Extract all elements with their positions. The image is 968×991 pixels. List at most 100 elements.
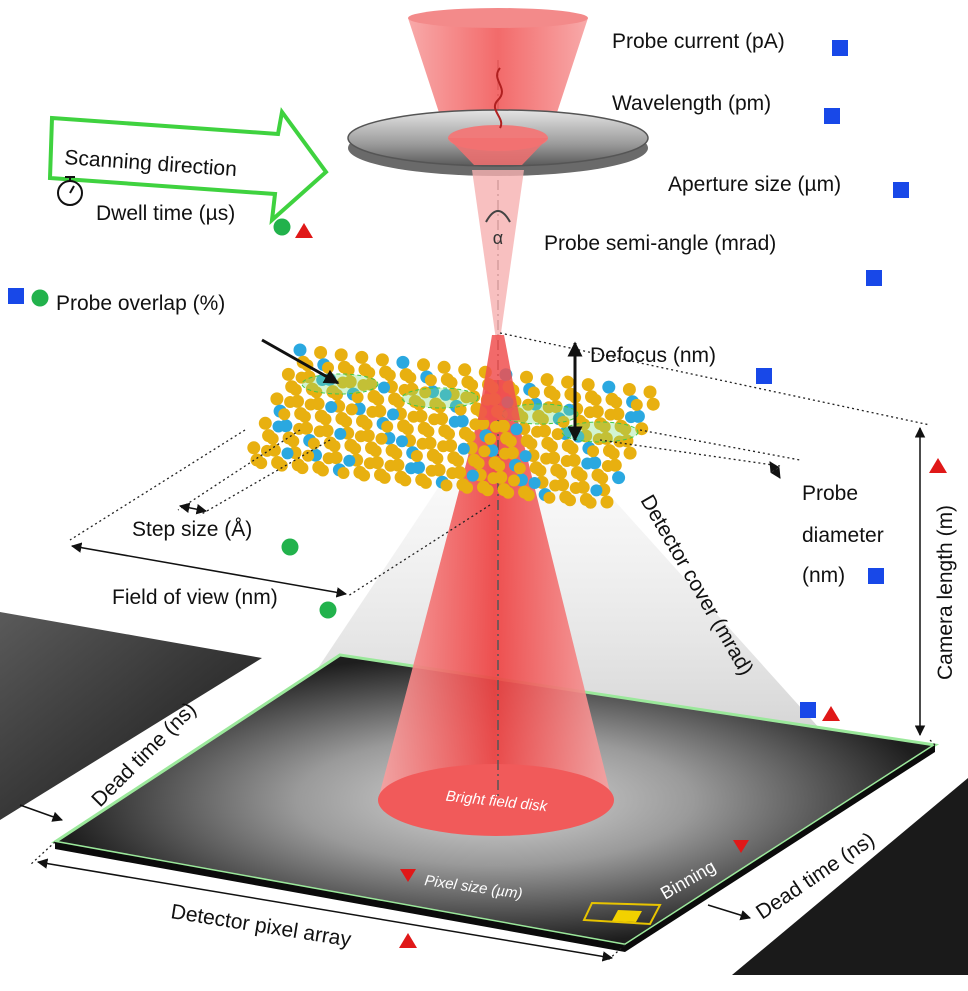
beam-top-ellipse [408,8,588,28]
left-detector-panel [0,612,262,820]
atom-gold [381,420,394,433]
probe-diameter-marker [868,568,884,584]
atom-gold [555,467,567,480]
scanning-direction-arrow [47,107,329,225]
atom-gold [375,353,389,367]
atom-gold [298,410,311,423]
atom-gold [522,489,535,502]
defocus-marker [756,368,772,384]
probe-spot-1 [301,373,379,395]
atom-gold [564,494,576,507]
atom-gold [399,474,412,487]
atom-gold [437,440,450,453]
diverging-beam [378,380,612,800]
atom-gold [354,430,367,443]
atom-blue [612,471,626,485]
atom-gold [499,447,511,460]
step-size-marker [281,538,299,556]
atom-gold [357,379,370,391]
electron-wave-icon [493,67,503,129]
probe-spot-2 [401,387,479,409]
atom-gold [598,420,611,433]
dwell-time-label: Dwell time (µs) [96,202,235,225]
atom-gold [428,413,441,426]
binning-marker [733,840,749,853]
atom-gold [345,403,358,416]
probe-diameter-label-2: diameter [802,524,884,547]
atom-gold [522,398,535,411]
atom-blue [510,423,523,436]
camera-length-label: Camera length (m) [934,505,957,680]
atom-blue [581,457,594,470]
atom-gold [584,496,597,509]
atom-gold [293,422,306,435]
parameter-markers [8,40,947,948]
atom-gold [366,405,379,418]
atom-gold [525,437,538,450]
atom-gold [490,420,502,433]
atom-gold [460,391,473,404]
atom-gold [413,398,426,411]
semi-angle-arc [485,210,511,223]
atom-gold [534,464,547,477]
atom-blue [405,462,418,475]
probe-current-marker [832,40,848,56]
atom-blue [466,469,479,482]
atom-blue [519,450,532,463]
atom-gold [302,449,315,462]
atom-gold [589,393,602,406]
atom-gold [247,441,261,455]
atom-gold [416,437,429,450]
detector-cover-marker-square [800,702,816,718]
atom-gold [536,413,549,426]
atom-gold [646,397,660,411]
atom-gold [314,346,328,359]
atom-gold [281,367,295,381]
atom-gold [561,375,575,389]
atom-gold [322,452,335,465]
atom-blue [439,388,452,401]
atom-gold [566,442,579,455]
atom-gold [587,445,600,458]
atom-gold [596,472,609,485]
atom-blue [396,435,408,448]
aperture-size-marker [893,182,909,198]
probe-overlap-pointer [261,338,340,385]
atom-blue [334,427,347,440]
atom-gold [425,464,438,477]
atom-gold [363,457,376,470]
atom-gold [540,373,554,387]
detector-pixel-array-arrow [36,858,614,962]
probe-spot-4 [561,421,639,443]
atom-gold [375,432,388,445]
atom-gold [508,474,520,487]
atom-gold [351,391,364,404]
probe-overlap-label: Probe overlap (%) [56,292,225,315]
pixel-size-marker [400,869,416,882]
atom-blue [625,411,637,424]
atom-gold [452,454,464,467]
atom-gold [520,370,533,384]
atom-gold [275,459,288,472]
detector-pixel-array-label: Detector pixel array [169,900,353,951]
atom-gold [560,455,573,467]
atom-gold [404,371,417,384]
atom-gold [313,425,326,438]
detector-cover-marker-triangle [822,706,840,721]
atom-blue [457,442,470,455]
step-size-label: Step size (Å) [132,518,252,541]
atom-gold [446,467,459,480]
atom-gold [458,363,472,377]
atom-blue [325,401,338,413]
atom-blue [396,355,410,369]
atom-blue [281,447,294,460]
atom-gold [569,482,582,494]
probe-overlap-marker-circle [31,289,49,307]
atom-gold [463,430,476,443]
right-detector-panel [732,778,968,975]
atom-gold [340,415,353,428]
atom-gold [531,425,544,438]
atom-gold [360,418,373,431]
atom-gold [543,491,556,504]
atom-gold [469,418,482,431]
